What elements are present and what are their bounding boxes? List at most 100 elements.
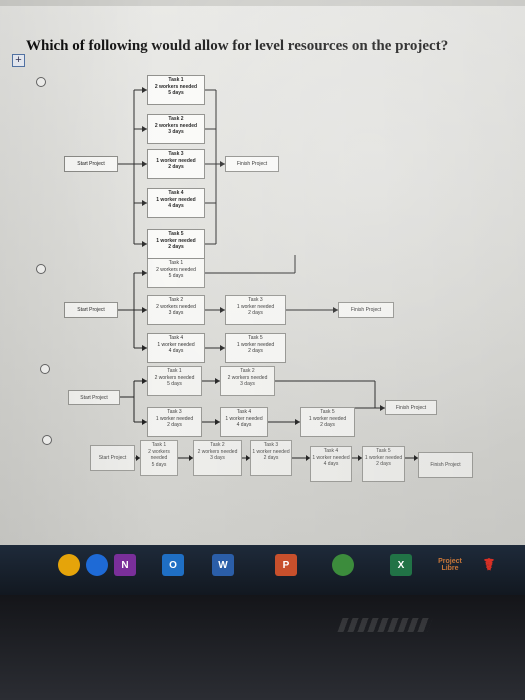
option-a-radio[interactable] [36, 77, 46, 87]
start-project-node: Start Project [68, 390, 120, 405]
finish-project-node: Finish Project [385, 400, 437, 415]
task-title: Task 4 [236, 409, 252, 415]
task-workers: 1 worker needed [157, 341, 195, 348]
task-duration: 5 days [151, 461, 167, 468]
task-title: Task 5 [376, 448, 391, 454]
task-title: Task 3 [167, 409, 182, 415]
option-c-radio[interactable] [40, 364, 50, 374]
excel-icon[interactable]: X [390, 554, 412, 576]
task-workers: 2 workers needed [154, 83, 198, 90]
task-workers: 1 worker needed [155, 415, 194, 422]
laptop-brand-logo [337, 618, 433, 632]
start-project-node: Start Project [64, 302, 118, 318]
task-duration: 4 days [168, 203, 184, 209]
task-duration: 2 days [320, 422, 335, 428]
acrobat-icon[interactable]: ☤ [483, 557, 495, 574]
chrome-icon[interactable] [58, 554, 80, 576]
laptop-bezel [0, 595, 525, 700]
task-workers: 1 worker needed [312, 454, 350, 461]
task-title: Task 2 [168, 116, 184, 122]
task-duration: 2 days [248, 310, 263, 316]
chrome2-icon[interactable] [332, 554, 354, 576]
task-duration: 2 days [168, 244, 184, 250]
question-text: Which of following would allow for level… [26, 38, 449, 54]
word-icon[interactable]: W [212, 554, 234, 576]
task-title: Task 1 [168, 260, 184, 266]
outlook-icon[interactable]: O [162, 554, 184, 576]
task-workers: 1 worker needed [236, 303, 275, 310]
task-duration: 4 days [236, 422, 252, 428]
option-d-radio[interactable] [42, 435, 52, 445]
network-connector-lines [0, 0, 525, 545]
task-workers: 1 worker needed [252, 448, 290, 455]
start-project-node: Start Project [90, 445, 135, 471]
task-workers: 2 workers needed [197, 448, 238, 455]
finish-project-node: Finish Project [225, 156, 279, 172]
task-workers: 1 worker needed [364, 454, 403, 461]
task-workers: 2 workers needed [148, 448, 170, 462]
task-workers: 2 workers needed [156, 303, 196, 310]
task-duration: 2 days [248, 348, 263, 354]
monitor-screen: + Which of following would allow for lev… [0, 0, 525, 545]
task-workers: 2 workers needed [227, 374, 268, 381]
task-title: Task 4 [168, 190, 184, 196]
expand-plus-icon[interactable]: + [12, 54, 25, 67]
edge-icon[interactable] [86, 554, 108, 576]
task-duration: 3 days [168, 310, 184, 316]
task-duration: 4 days [168, 348, 184, 354]
option-b-radio[interactable] [36, 264, 46, 274]
task-workers: 1 worker needed [156, 196, 196, 203]
projectlibre-icon[interactable]: Project Libre [438, 558, 462, 572]
task-duration: 3 days [240, 381, 255, 387]
task-workers: 1 worker needed [308, 415, 347, 422]
task-title: Task 5 [248, 335, 263, 341]
task-title: Task 3 [263, 442, 279, 448]
task-title: Task 3 [168, 151, 184, 157]
onenote-icon[interactable]: N [114, 554, 136, 576]
start-project-node: Start Project [64, 156, 118, 172]
task-duration: 2 days [376, 461, 391, 467]
powerpoint-icon[interactable]: P [275, 554, 297, 576]
task-title: Task 3 [248, 297, 263, 303]
task-duration: 4 days [323, 461, 339, 467]
task-title: Task 1 [167, 368, 182, 374]
task-title: Task 4 [323, 448, 339, 454]
task-duration: 2 days [263, 455, 279, 461]
task-workers: 2 workers needed [154, 374, 195, 381]
task-workers: 1 worker needed [225, 415, 263, 422]
task-title: Task 1 [151, 442, 167, 448]
task-workers: 1 worker needed [236, 341, 275, 348]
window-top-bar [0, 0, 525, 6]
task-workers: 2 workers needed [156, 266, 196, 273]
task-workers: 1 worker needed [156, 157, 196, 164]
task-title: Task 5 [168, 231, 184, 237]
task-duration: 5 days [168, 273, 184, 279]
task-workers: 1 worker needed [156, 237, 196, 244]
task-title: Task 4 [168, 335, 184, 341]
task-title: Task 2 [168, 297, 184, 303]
task-duration: 5 days [167, 381, 182, 387]
task-title: Task 1 [168, 77, 184, 83]
task-duration: 2 days [167, 422, 182, 428]
task-title: Task 2 [210, 442, 225, 448]
